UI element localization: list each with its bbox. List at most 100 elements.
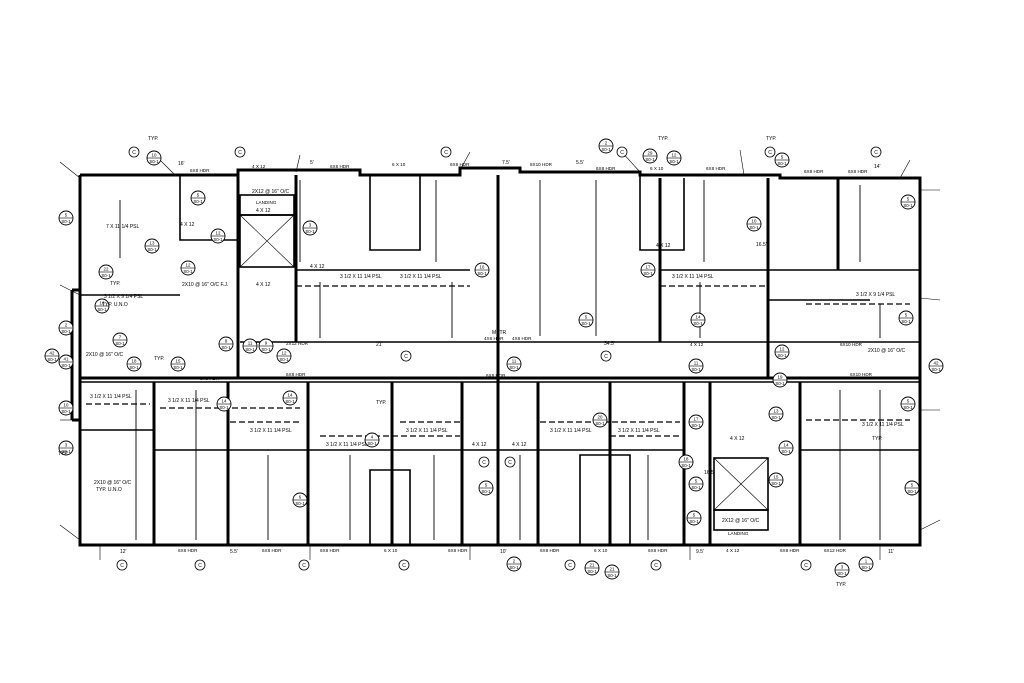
c-marker: C (440, 146, 452, 158)
dim-label: 11' (888, 549, 894, 555)
typ-label: TYP. (766, 136, 776, 142)
svg-text:S0-1: S0-1 (285, 399, 295, 404)
hdr-label: 6X12 HDR (824, 548, 847, 553)
svg-text:S0-1: S0-1 (771, 481, 781, 486)
hdr-label: 6X8 HDR (448, 548, 468, 553)
svg-text:S0-1: S0-1 (305, 229, 315, 234)
leader-line (59, 284, 81, 296)
hdr-label: 6X8 HDR (848, 169, 868, 174)
hdr-label: 4 X 12 (252, 164, 266, 169)
svg-text:22: 22 (104, 266, 109, 271)
joist-label: 2X10 @ 16" O/C (868, 348, 906, 354)
svg-text:5: 5 (693, 512, 696, 517)
hdr-label: 6X8 HDR (780, 548, 800, 553)
svg-text:16: 16 (100, 300, 105, 305)
hdr-label: 4 X 12 (690, 342, 704, 347)
psl-label: 3 1/2 X 11 1/4 PSL (340, 274, 382, 280)
dim-label: 10' (500, 549, 507, 555)
svg-text:S0-1: S0-1 (901, 319, 911, 324)
svg-text:S0-1: S0-1 (691, 367, 701, 372)
detail-bubble: 4S0-1 (364, 432, 380, 448)
typ-label: TYP. (110, 281, 120, 287)
detail-bubble: 6S0-1 (292, 492, 308, 508)
svg-text:S0-1: S0-1 (115, 341, 125, 346)
svg-text:C: C (604, 354, 608, 360)
hdr-label: 4 X 12 (310, 264, 325, 270)
typ-label: TYP. (836, 582, 846, 588)
svg-text:11: 11 (694, 360, 699, 365)
svg-text:S0-1: S0-1 (749, 225, 759, 230)
svg-text:10: 10 (752, 218, 757, 223)
psl-label: 7 X 11 1/4 PSL (106, 224, 139, 230)
landing-label: LANDING (256, 200, 277, 205)
svg-text:3: 3 (65, 442, 68, 447)
svg-text:C: C (132, 150, 136, 156)
c-marker: C (616, 146, 628, 158)
svg-text:S0-1: S0-1 (295, 501, 305, 506)
c-marker: C (116, 559, 128, 571)
detail-bubbles: 5S0-12S0-141S0-13S0-110S0-110S0-15S0-112… (44, 138, 944, 580)
psl-label: 3 1/2 X 11 1/4 PSL (550, 428, 592, 434)
svg-text:12: 12 (780, 346, 785, 351)
svg-text:S0-1: S0-1 (691, 485, 701, 490)
leader-line (159, 159, 176, 176)
svg-text:S0-1: S0-1 (221, 345, 231, 350)
svg-text:S0-1: S0-1 (101, 273, 111, 278)
beams (86, 285, 910, 437)
svg-text:29: 29 (648, 150, 653, 155)
svg-text:C: C (120, 563, 124, 569)
svg-text:S0-1: S0-1 (97, 307, 107, 312)
svg-text:S0-1: S0-1 (509, 565, 519, 570)
dim-label: 16' (178, 161, 185, 167)
floor-joists (119, 180, 881, 540)
psl-label: 3 1/2 X 11 1/4 PSL (618, 428, 660, 434)
svg-text:15: 15 (774, 474, 779, 479)
hdr-label: 6X8 HDR (486, 373, 506, 378)
dim-label: 12' (120, 549, 127, 555)
svg-text:S0-1: S0-1 (777, 161, 787, 166)
svg-text:18: 18 (684, 456, 689, 461)
svg-text:41: 41 (64, 356, 69, 361)
hdr-label: 6X8 HDR (450, 162, 470, 167)
svg-text:1: 1 (865, 558, 868, 563)
hdr-label: 4 X 12 (512, 442, 527, 448)
typ-label: TYP. (658, 136, 668, 142)
svg-text:C: C (302, 563, 306, 569)
c-marker: C (194, 559, 206, 571)
leader-line (739, 149, 745, 176)
detail-bubble: 5S0-1 (774, 152, 790, 168)
svg-text:4: 4 (371, 434, 374, 439)
svg-text:18: 18 (132, 358, 137, 363)
typ-label: TYP. (872, 436, 882, 442)
c-marker: C (800, 559, 812, 571)
svg-text:5: 5 (485, 482, 488, 487)
svg-text:S0-1: S0-1 (61, 409, 71, 414)
c-marker: C (564, 559, 576, 571)
svg-text:14: 14 (222, 398, 227, 403)
svg-text:S0-1: S0-1 (669, 159, 679, 164)
c-marker: C (234, 146, 246, 158)
svg-text:13: 13 (774, 408, 779, 413)
hdr-label: 6 X 10 (650, 166, 664, 171)
svg-text:16: 16 (480, 264, 485, 269)
landing-label: LANDING (728, 531, 749, 536)
svg-text:S0-1: S0-1 (477, 271, 487, 276)
svg-text:S0-1: S0-1 (173, 365, 183, 370)
svg-text:S0-1: S0-1 (681, 463, 691, 468)
typ-label: TYP. (148, 136, 158, 142)
